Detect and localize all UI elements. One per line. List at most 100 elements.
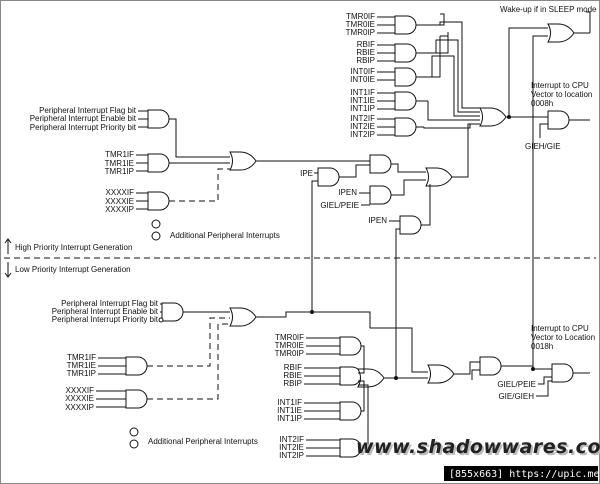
wakeup-wires: [508, 11, 591, 369]
hi-stage-wires: [359, 163, 426, 206]
lo-vector-wires: [536, 372, 590, 397]
lo-tmr0if: TMR0IF: [275, 333, 304, 342]
hi-additional-dot-2: [151, 231, 161, 241]
hi-rbip: RBIP: [356, 56, 375, 65]
hi-periph-priority: Peripheral Interrupt Priority bit: [30, 123, 137, 132]
lo-periph-enable: Peripheral Interrupt Enable bit: [52, 307, 159, 316]
hi-int1-and-gate: [394, 91, 417, 111]
upic-badge: [444, 466, 598, 481]
lo-main-wires: [471, 365, 552, 380]
hi-vector-and-gate: [547, 110, 570, 130]
giehgie-label: GIEH/GIE: [525, 142, 561, 151]
lo-additional-dot-2: [129, 439, 139, 449]
hi-tmr1ip: TMR1IP: [105, 167, 134, 176]
lo-tmr1-and-gate: [125, 356, 148, 376]
lo-periph-and-gate-1: [161, 302, 184, 322]
hi-stage-or-gate: [425, 167, 453, 187]
hi-additional-dot-1: [151, 219, 161, 229]
lo-tmr0ip: TMR0IP: [275, 349, 304, 358]
lo-ipe-wires: [312, 311, 428, 373]
hi-xxxx-out: [169, 168, 230, 202]
lo-tmr0ie: TMR0IE: [275, 341, 304, 350]
hi-xxxxie: XXXXIE: [105, 197, 134, 206]
lo-int2ip: INT2IP: [279, 451, 304, 460]
giegieh-label: GIE/GIEH: [498, 392, 534, 401]
lo-tmr1if: TMR1IF: [67, 353, 96, 362]
hi-tmr1if: TMR1IF: [105, 150, 134, 159]
hi-tmr1-and-gate: [147, 153, 170, 173]
wakeup-or-gate: [547, 23, 575, 43]
lo-int1ip: INT1IP: [277, 414, 302, 423]
lo-core-collector: [358, 345, 428, 449]
lo-int1ie: INT1IE: [277, 406, 302, 415]
hi-tmr0ip: TMR0IP: [346, 28, 375, 37]
lo-additional-dot-1: [129, 427, 139, 437]
lo-xxxxip: XXXXIP: [65, 403, 94, 412]
hi-periph-wires-1: [138, 110, 148, 128]
hi-int2ie: INT2IE: [350, 122, 375, 131]
lo-periph-priority: Peripheral Interrupt Priority bit: [52, 315, 159, 324]
hi-vector-wires: [539, 119, 590, 138]
hi-xxxxif: XXXXIF: [106, 188, 135, 197]
lo-int2if: INT2IF: [280, 435, 305, 444]
hi-int0ie: INT0IE: [350, 75, 375, 84]
hi-tmr0ie: TMR0IE: [346, 20, 375, 29]
hi-periph-enable: Peripheral Interrupt Enable bit: [30, 114, 137, 123]
hi-stage-and-gate-1: [369, 154, 392, 174]
hi-main-or-gate: [479, 107, 507, 127]
high-priority-label: High Priority Interrupt Generation: [15, 243, 132, 252]
lo-tmr1ie: TMR1IE: [67, 361, 96, 370]
hi-rbie: RBIE: [356, 48, 375, 57]
lo-periph-or-out: [256, 311, 312, 318]
hi-int1ip: INT1IP: [350, 104, 375, 113]
hi-periph-wires-2: [136, 154, 148, 172]
lo-core-wires-4: [306, 439, 340, 457]
gielpeie-label-2: GIEL/PEIE: [497, 380, 536, 389]
hi-periph-or-gate: [229, 151, 257, 171]
lo-main-and-gate: [479, 356, 502, 376]
hi-int2-and-gate: [394, 117, 417, 137]
lo-core-wires-1: [306, 337, 340, 355]
hi-tmr0if: TMR0IF: [346, 12, 375, 21]
hi-int0-and-gate: [394, 67, 417, 87]
hi-vector-line3: 0008h: [531, 99, 553, 108]
lo-core-wires-3: [304, 402, 340, 420]
lo-additional-label: Additional Peripheral Interrupts: [148, 437, 258, 446]
hi-rbif: RBIF: [357, 40, 375, 49]
hi-periph-and-gate-1: [147, 109, 170, 129]
lo-stage-or-out: [454, 361, 480, 375]
lo-priority-invert: [158, 317, 164, 323]
hi-tmr0-and-gate: [394, 15, 417, 35]
lo-vector-line2: Vector to Location: [531, 333, 595, 342]
hi-int1if: INT1IF: [351, 88, 376, 97]
lo-core-or-gate: [357, 368, 385, 388]
lo-periph-wires-3: [96, 390, 126, 408]
hi-additional-label: Additional Peripheral Interrupts: [170, 231, 280, 240]
lo-vector-line3: 0018h: [531, 342, 553, 351]
ipen2-wires: [389, 184, 431, 380]
lo-vector-and-gate: [551, 363, 574, 383]
watermark: www.shadowwares.com: [356, 436, 600, 458]
ipe-and-gate: [317, 167, 340, 187]
separator-arrows: [4, 238, 12, 278]
hi-int1ie: INT1IE: [350, 96, 375, 105]
hi-or-output: [506, 115, 548, 119]
hi-stage-or-out: [452, 123, 480, 178]
lo-rbif: RBIF: [284, 363, 302, 372]
lo-periph-wires-2: [98, 357, 126, 375]
watermark-shadow: www.shadowwares.com: [358, 438, 600, 460]
hi-xxxxip: XXXXIP: [105, 205, 134, 214]
hi-core-wires: [377, 16, 395, 136]
hi-int2if: INT2IF: [351, 114, 376, 123]
lo-periph-or-gate: [229, 307, 257, 327]
hi-periph-flag: Peripheral Interrupt Flag bit: [39, 106, 137, 115]
hi-core-collector: [416, 13, 480, 129]
lo-tmr1ip: TMR1IP: [67, 369, 96, 378]
hi-int0if: INT0IF: [351, 67, 376, 76]
upic-badge-text: [855x663] https://upic.me/: [449, 469, 600, 480]
gielpeie-label-1: GIEL/PEIE: [320, 201, 359, 210]
hi-vector-line2: Vector to location: [531, 90, 592, 99]
lo-xxxx-out: [147, 323, 230, 400]
lo-core-wires-2: [304, 367, 340, 385]
